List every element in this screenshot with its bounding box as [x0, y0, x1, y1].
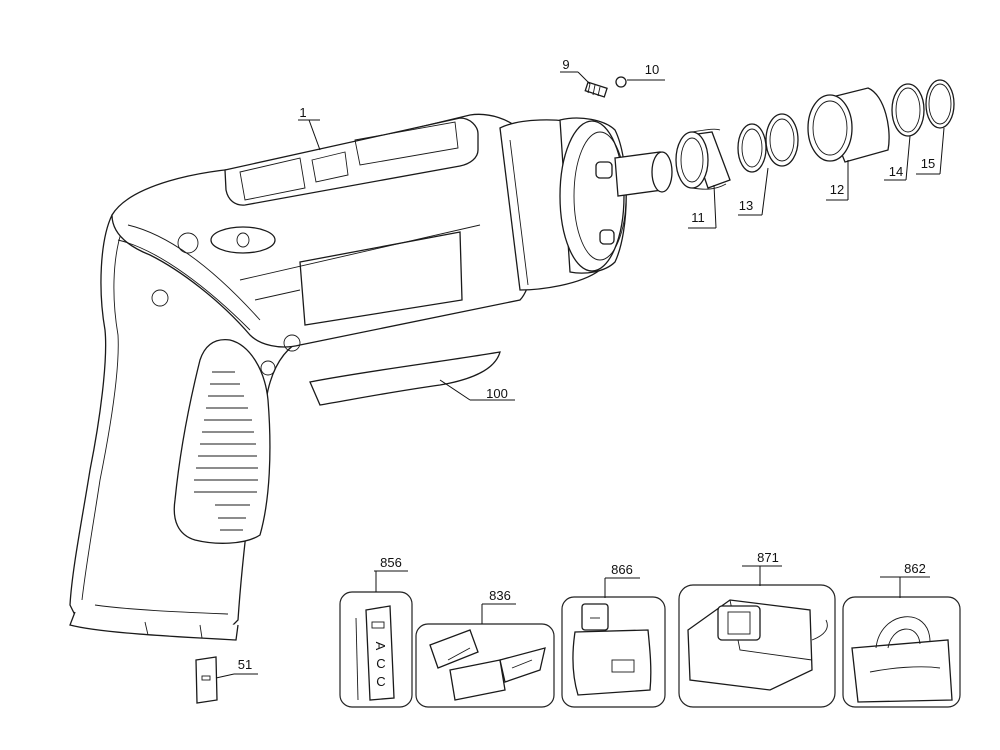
- label-1: 1: [299, 105, 306, 120]
- part-11-sleeve: [675, 128, 731, 190]
- part-12-sleeve: [807, 87, 890, 163]
- card-text-c2: C: [376, 674, 385, 689]
- accessory-866-battery: 866: [561, 562, 666, 708]
- card-text-c1: C: [376, 656, 385, 671]
- part-10-ball: [615, 76, 627, 88]
- label-13: 13: [739, 198, 753, 213]
- card-text-a: A: [373, 642, 388, 651]
- part-14-ring: [891, 83, 925, 137]
- accessory-836-toolbox: 836: [415, 588, 555, 708]
- label-10: 10: [645, 62, 659, 77]
- callouts: 1 9 10 11 13 12 14 15 100 51: [215, 57, 945, 679]
- part-15-ring: [925, 79, 955, 129]
- part-100-plate: [309, 351, 501, 406]
- label-12: 12: [830, 182, 844, 197]
- accessory-856-bit-card: 856 A C C: [339, 555, 413, 708]
- label-856: 856: [380, 555, 402, 570]
- label-866: 866: [611, 562, 633, 577]
- part-51-plate: [195, 656, 218, 704]
- label-100: 100: [486, 386, 508, 401]
- label-9: 9: [562, 57, 569, 72]
- label-51: 51: [238, 657, 252, 672]
- label-15: 15: [921, 156, 935, 171]
- part-13-rings: [737, 113, 799, 173]
- grip-slots: [194, 371, 258, 531]
- label-836: 836: [489, 588, 511, 603]
- label-11: 11: [691, 210, 705, 225]
- screwdriver-body: [69, 113, 673, 641]
- label-871: 871: [757, 550, 779, 565]
- label-862: 862: [904, 561, 926, 576]
- accessory-871-charger: 871: [678, 550, 836, 708]
- part-9-screw: [584, 81, 608, 98]
- label-14: 14: [889, 164, 903, 179]
- accessory-862-bag: 862: [842, 561, 961, 708]
